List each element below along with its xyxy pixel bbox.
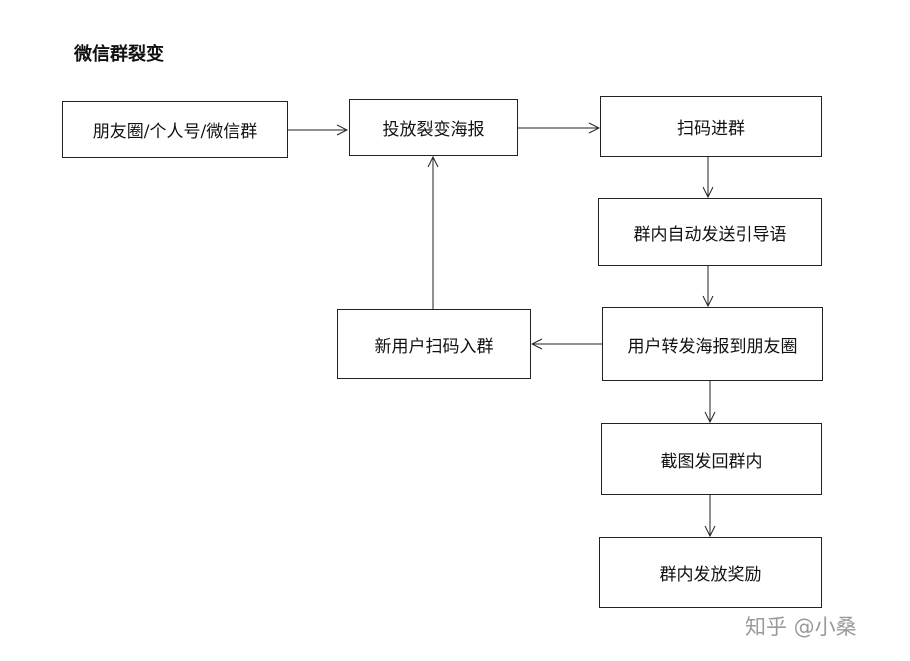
node-source: 朋友圈/个人号/微信群 [62,101,288,158]
watermark: 知乎 @小桑 [745,615,857,639]
node-source-label: 朋友圈/个人号/微信群 [92,122,258,142]
node-new-user-join: 新用户扫码入群 [337,309,531,379]
node-give-reward: 群内发放奖励 [599,537,822,608]
node-screenshot-back: 截图发回群内 [601,423,822,495]
node-new-user-join-label: 新用户扫码入群 [374,336,494,357]
node-auto-guide: 群内自动发送引导语 [598,198,822,266]
node-post-poster: 投放裂变海报 [349,99,518,156]
node-share-poster: 用户转发海报到朋友圈 [602,307,823,381]
node-give-reward-label: 群内发放奖励 [659,565,762,585]
node-auto-guide-label: 群内自动发送引导语 [633,224,787,245]
node-post-poster-label: 投放裂变海报 [382,120,485,140]
node-screenshot-back-label: 截图发回群内 [660,451,763,472]
node-share-poster-label: 用户转发海报到朋友圈 [627,336,798,357]
node-scan-join: 扫码进群 [600,96,822,157]
diagram-title: 微信群裂变 [74,44,164,65]
node-scan-join-label: 扫码进群 [677,119,745,139]
